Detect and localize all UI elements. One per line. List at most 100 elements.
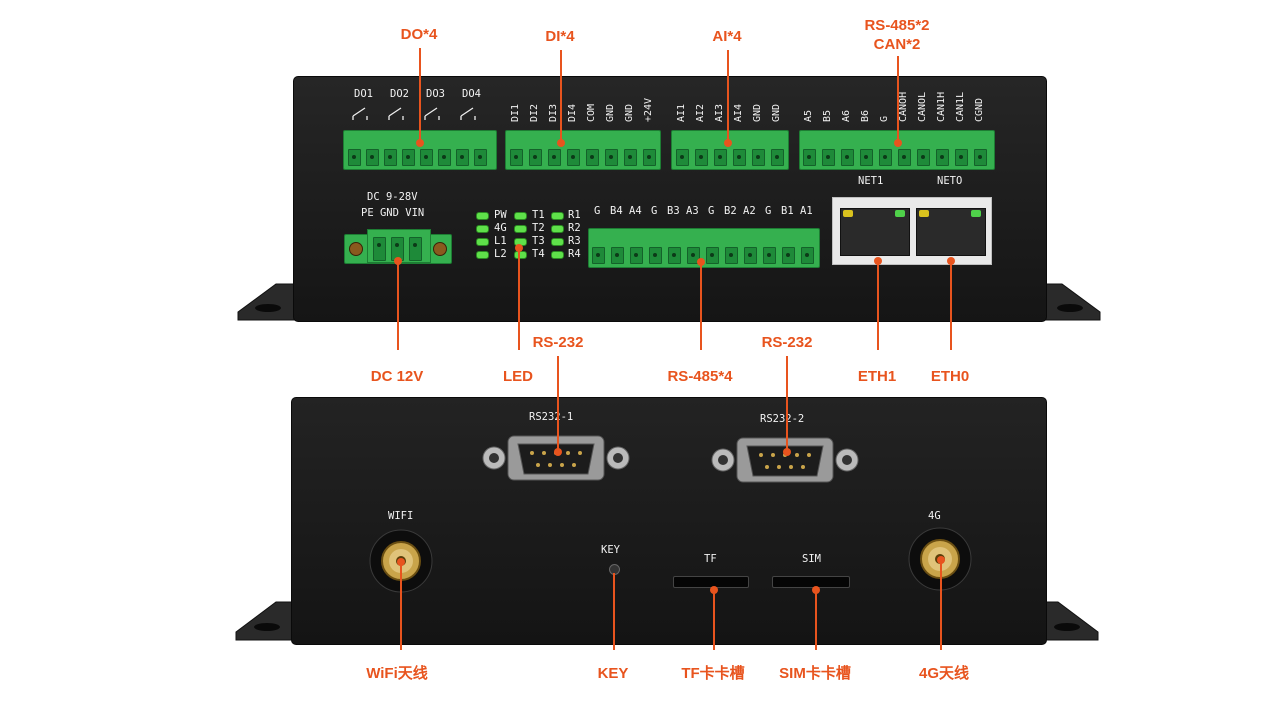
di-gnd2-label: GND: [624, 103, 635, 122]
callout-line: [700, 263, 702, 350]
di-terminal-block: [505, 130, 661, 170]
led-r2-label: R2: [568, 222, 581, 234]
rs485-label: B1: [781, 205, 794, 217]
callout-dot: [894, 139, 902, 147]
led-l1-label: L1: [494, 235, 507, 247]
rs485-label: G: [765, 205, 772, 217]
rs485-label: A4: [629, 205, 642, 217]
a6-label: A6: [841, 109, 852, 122]
b5-label: B5: [822, 109, 833, 122]
key-button[interactable]: [609, 564, 620, 575]
can0h-label: CANOH: [898, 91, 909, 122]
sim-label: SIM: [802, 553, 821, 565]
callout-rs485x4: RS-485*4: [667, 368, 733, 385]
net1-act-led: [895, 210, 905, 217]
led-r3-label: R3: [568, 235, 581, 247]
wifi-label: WIFI: [388, 510, 414, 522]
callout-line: [560, 50, 562, 142]
led-r1-label: R1: [568, 209, 581, 221]
rs485-label: A3: [686, 205, 699, 217]
led-t1-label: T1: [532, 209, 545, 221]
do1-label: DO1: [354, 88, 373, 100]
callout-line: [786, 356, 788, 452]
ai-gnd1-label: GND: [752, 103, 763, 122]
net1-link-led: [843, 210, 853, 217]
callout-dot: [557, 139, 565, 147]
callout-rs232-a: RS-232: [532, 334, 584, 351]
rs485-label: B3: [667, 205, 680, 217]
cgnd-label: CGND: [974, 97, 985, 122]
can1l-label: CAN1L: [955, 91, 966, 122]
rs232-2-port[interactable]: [709, 434, 861, 486]
callout-line: [815, 591, 817, 650]
sim-card-slot[interactable]: [772, 576, 850, 588]
callout-wifi-antenna: WiFi天线: [366, 665, 428, 682]
callout-dot: [710, 586, 718, 594]
callout-line: [897, 56, 899, 142]
right-mounting-flange: [1041, 283, 1101, 321]
left-mounting-flange: [237, 283, 297, 321]
callout-eth1: ETH1: [857, 368, 897, 385]
callout-ai: AI*4: [712, 28, 742, 45]
led-pw-label: PW: [494, 209, 507, 221]
led-t2-label: T2: [532, 222, 545, 234]
do3-label: DO3: [426, 88, 445, 100]
callout-rs485-can-line1: RS-485*2: [864, 17, 930, 34]
callout-key: KEY: [597, 665, 629, 682]
ai-terminal-block: [671, 130, 789, 170]
callout-rs232-b: RS-232: [761, 334, 813, 351]
rs485-terminal-block: [588, 228, 820, 268]
rs485-label: G: [651, 205, 658, 217]
callout-line: [400, 563, 402, 650]
b6-label: B6: [860, 109, 871, 122]
can0l-label: CANOL: [917, 91, 928, 122]
rs485-label: B4: [610, 205, 623, 217]
callout-dot: [783, 448, 791, 456]
can1h-label: CAN1H: [936, 91, 947, 122]
a5-label: A5: [803, 109, 814, 122]
callout-rs485-can: RS-485*2 CAN*2: [864, 16, 929, 54]
net0-link-led: [919, 210, 929, 217]
callout-dot: [554, 448, 562, 456]
led-r4-label: R4: [568, 248, 581, 260]
ethernet-port-housing: [832, 197, 992, 265]
callout-4g-antenna: 4G天线: [918, 665, 970, 682]
rs232-1-label: RS232-1: [529, 411, 574, 423]
callout-dot: [724, 139, 732, 147]
tf-label: TF: [704, 553, 717, 565]
rs232-1-port[interactable]: [480, 432, 632, 484]
ai1-label: AI1: [676, 103, 687, 122]
net0-label: NETO: [937, 175, 963, 187]
callout-line: [950, 262, 952, 350]
ai-gnd2-label: GND: [771, 103, 782, 122]
callout-dot: [394, 257, 402, 265]
ai2-label: AI2: [695, 103, 706, 122]
rs485-label: B2: [724, 205, 737, 217]
callout-eth0: ETH0: [930, 368, 970, 385]
dc-pin-labels: PE GND VIN: [361, 207, 425, 219]
di-24v-label: +24V: [643, 97, 654, 122]
bottom-right-mounting-flange: [1037, 601, 1099, 641]
callout-di: DI*4: [545, 28, 575, 45]
do4-label: DO4: [462, 88, 481, 100]
di-com-label: COM: [586, 103, 597, 122]
bottom-left-mounting-flange: [235, 601, 297, 641]
relay-switch-symbols: [352, 107, 476, 120]
net0-act-led: [971, 210, 981, 217]
callout-dot: [397, 558, 405, 566]
led-l2-label: L2: [494, 248, 507, 260]
callout-line: [557, 356, 559, 452]
led-4g-label: 4G: [494, 222, 507, 234]
callout-dc: DC 12V: [370, 368, 424, 385]
callout-line: [713, 591, 715, 650]
bottom-device-rear-panel: [291, 397, 1047, 645]
callout-sim-slot: SIM卡卡槽: [779, 665, 851, 682]
callout-tf-slot: TF卡卡槽: [681, 665, 745, 682]
4g-label: 4G: [928, 510, 941, 522]
callout-dot: [416, 139, 424, 147]
rs232-2-label: RS232-2: [760, 413, 805, 425]
callout-dot: [515, 244, 523, 252]
callout-line: [727, 50, 729, 142]
dc-range-label: DC 9-28V: [367, 191, 418, 203]
callout-dot: [812, 586, 820, 594]
